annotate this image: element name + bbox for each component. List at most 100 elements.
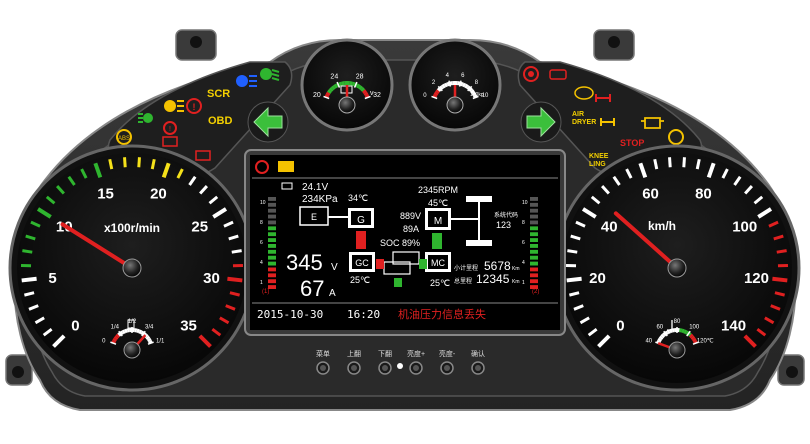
svg-text:MC: MC <box>431 258 445 268</box>
tachometer: 05101520253035 x100r/min <box>8 144 256 392</box>
speedometer-tick <box>774 291 786 297</box>
pressure-arc <box>471 91 477 96</box>
lcd-message-icon <box>278 161 294 172</box>
pressure-tick <box>448 80 452 87</box>
left-bar-segment <box>268 202 276 207</box>
speedometer-tick <box>757 207 773 219</box>
control-buttons: 菜单 上翻 下翻 亮度+ 亮度- 确认 <box>316 349 485 375</box>
coolant-label: 60 <box>656 324 663 330</box>
svg-text:889V: 889V <box>400 211 421 221</box>
right-bar-segment <box>530 273 538 278</box>
button-label: 亮度- <box>439 349 456 358</box>
left-bar-segment <box>268 238 276 242</box>
speedometer-tick <box>625 168 633 179</box>
air-dryer-line2: DRYER <box>572 119 596 126</box>
svg-text:!: ! <box>193 102 196 112</box>
svg-text:SOC 89%: SOC 89% <box>380 238 420 248</box>
fuel-tick <box>110 341 117 345</box>
voltage-arc <box>356 83 361 89</box>
voltage-label: 24 <box>330 74 338 81</box>
button-5[interactable]: 亮度- <box>439 349 456 375</box>
svg-text:小计里程: 小计里程 <box>454 264 478 272</box>
svg-text:Km: Km <box>512 279 520 285</box>
right-bar-segment <box>530 232 538 237</box>
pressure-label: 2 <box>432 80 436 86</box>
svg-text:v: v <box>370 90 374 97</box>
left-bar-label: 1 <box>260 280 263 286</box>
tachometer-tick <box>199 185 208 195</box>
speedometer-tick <box>721 168 729 179</box>
speedometer-label: 20 <box>589 270 606 287</box>
pressure-tick <box>472 95 479 100</box>
speedometer-tick <box>581 207 597 219</box>
speedometer-tick <box>568 291 580 297</box>
svg-text:ABS: ABS <box>118 136 130 142</box>
tachometer-tick <box>150 158 156 170</box>
svg-text:(1): (1) <box>262 289 269 295</box>
speedometer-label: 40 <box>601 218 618 235</box>
speedometer-tick <box>638 162 648 179</box>
tachometer-tick <box>34 316 45 325</box>
coolant-arc <box>681 328 685 334</box>
svg-text:(2): (2) <box>532 289 539 295</box>
coolant-arc <box>690 335 696 340</box>
tachometer-tick <box>67 175 76 186</box>
lcd-time: 16:20 <box>347 308 380 321</box>
right-bar-segment <box>530 285 538 289</box>
coolant-arc <box>689 333 694 339</box>
speedometer-tick <box>587 327 598 337</box>
voltage-arc <box>327 89 332 94</box>
speedometer-tick <box>764 316 775 325</box>
svg-text:E: E <box>311 212 317 222</box>
abs-icon: ABS <box>116 129 132 145</box>
speedometer-label: 0 <box>616 318 624 335</box>
button-4[interactable]: 亮度+ <box>407 349 425 375</box>
left-bar-segment <box>268 273 276 278</box>
tachometer-label: 20 <box>150 185 167 202</box>
svg-text:GC: GC <box>355 258 369 268</box>
coolant-arc <box>660 333 665 339</box>
voltage-arc <box>333 83 338 89</box>
left-bar-label: 10 <box>260 200 266 206</box>
speedometer-tick <box>579 316 590 325</box>
tachometer-unit: x100r/min <box>104 221 160 235</box>
pressure-arc <box>462 82 467 88</box>
voltage-tick <box>364 95 371 100</box>
button-1[interactable]: 菜单 <box>316 349 330 375</box>
right-bar-segment <box>530 279 538 284</box>
coolant-arc <box>683 329 688 335</box>
left-bar-segment <box>268 226 276 231</box>
axle-warning-icon <box>595 94 611 102</box>
button-3[interactable]: 下翻 <box>378 349 392 375</box>
right-bar-segment <box>530 226 538 231</box>
speedometer-tick <box>706 162 716 179</box>
button-label: 上翻 <box>347 349 361 358</box>
front-fog-icon <box>164 100 184 112</box>
right-bar-segment <box>530 197 538 201</box>
svg-text:!: ! <box>169 126 171 133</box>
button-2[interactable]: 上翻 <box>347 349 361 375</box>
coolant-label: 40 <box>645 339 652 345</box>
coolant-label: 100 <box>689 324 700 330</box>
tachometer-tick <box>36 207 52 219</box>
speedometer-tick <box>601 185 610 195</box>
tachometer-label: 25 <box>191 218 208 235</box>
coolant-arc <box>657 337 663 342</box>
fuel-tick <box>141 330 146 337</box>
svg-text:V: V <box>331 262 338 273</box>
left-bar-segment <box>268 279 276 284</box>
speedometer-tick <box>695 158 701 170</box>
button-label: 亮度+ <box>407 349 425 358</box>
button-label: 确认 <box>471 349 485 358</box>
pressure-tick <box>467 85 473 92</box>
voltage-arc <box>325 91 331 96</box>
left-bar-label: 4 <box>260 260 263 266</box>
svg-text:25℃: 25℃ <box>350 275 370 285</box>
left-bar-label: 6 <box>260 240 263 246</box>
speedometer-tick <box>590 195 601 205</box>
button-6[interactable]: 确认 <box>471 349 485 375</box>
tachometer-tick <box>231 249 242 254</box>
svg-text:100kp: 100kp <box>470 92 484 98</box>
